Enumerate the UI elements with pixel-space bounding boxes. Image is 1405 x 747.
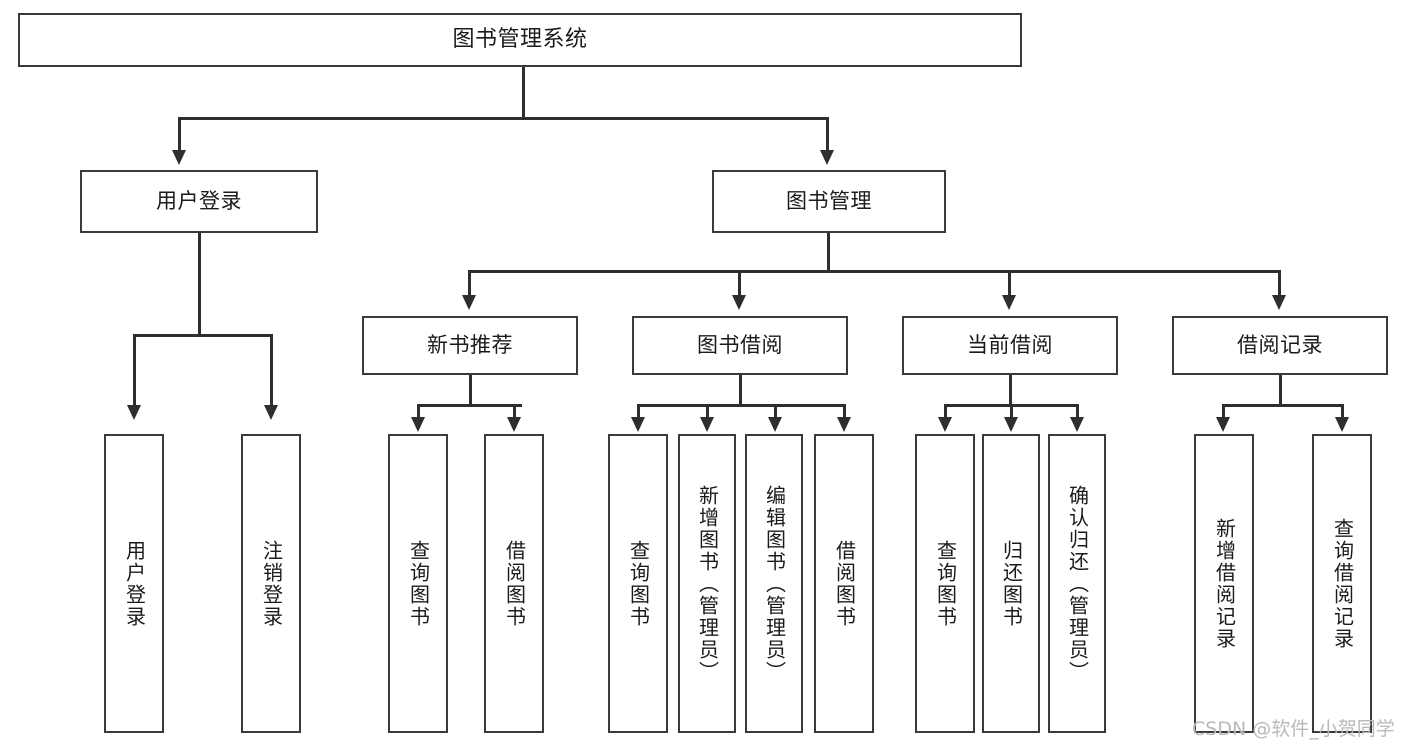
edge-book-manage-bar <box>468 270 1280 273</box>
node-label: 新增图书（管理员） <box>695 484 720 683</box>
edge-book-manage-to-new-book <box>468 270 471 299</box>
arrow-book-manage-to-borrow-record <box>1272 295 1286 310</box>
edge-book-borrow-trunk <box>739 375 742 406</box>
node-user-login[interactable]: 用户登录 <box>80 170 318 233</box>
node-label: 新增借阅记录 <box>1212 517 1237 650</box>
edge-current-borrow-to-leaf-0 <box>944 404 947 420</box>
arrow-current-borrow-to-leaf-0 <box>938 417 952 432</box>
leaf-new-book-0[interactable]: 查询图书 <box>388 434 448 733</box>
edge-borrow-record-to-leaf-1 <box>1341 404 1344 420</box>
edge-book-manage-trunk <box>827 233 830 272</box>
node-label: 新书推荐 <box>427 332 513 357</box>
arrow-book-manage-to-new-book <box>462 295 476 310</box>
node-book-management[interactable]: 图书管理 <box>712 170 946 233</box>
leaf-current-borrow-0[interactable]: 查询图书 <box>915 434 975 733</box>
edge-user-login-bar <box>133 334 272 337</box>
node-label: 当前借阅 <box>967 332 1053 357</box>
leaf-current-borrow-1[interactable]: 归还图书 <box>982 434 1040 733</box>
arrow-borrow-record-to-leaf-1 <box>1335 417 1349 432</box>
edge-new-book-bar <box>417 404 522 407</box>
edge-root-to-user-login <box>178 117 181 155</box>
node-label: 确认归还（管理员） <box>1065 484 1090 683</box>
node-label: 图书管理 <box>786 188 872 213</box>
edge-book-borrow-to-leaf-3 <box>843 404 846 420</box>
edge-user-login-to-leaf-0 <box>133 334 136 410</box>
edge-borrow-record-bar <box>1222 404 1342 407</box>
node-label: 借阅记录 <box>1237 332 1323 357</box>
edge-book-borrow-to-leaf-2 <box>774 404 777 420</box>
edge-current-borrow-to-leaf-2 <box>1076 404 1079 420</box>
node-label: 查询借阅记录 <box>1330 517 1355 650</box>
node-label: 归还图书 <box>999 539 1024 628</box>
arrow-book-borrow-to-leaf-1 <box>700 417 714 432</box>
node-label: 用户登录 <box>156 188 242 213</box>
leaf-new-book-1[interactable]: 借阅图书 <box>484 434 544 733</box>
leaf-current-borrow-2[interactable]: 确认归还（管理员） <box>1048 434 1106 733</box>
arrow-user-login-to-leaf-0 <box>127 405 141 420</box>
arrow-book-borrow-to-leaf-2 <box>768 417 782 432</box>
edge-book-manage-to-book-borrow <box>738 270 741 299</box>
leaf-user-login-0[interactable]: 用户登录 <box>104 434 164 733</box>
arrow-new-book-to-leaf-0 <box>411 417 425 432</box>
arrow-new-book-to-leaf-1 <box>507 417 521 432</box>
edge-new-book-to-leaf-0 <box>417 404 420 420</box>
node-label: 图书管理系统 <box>452 26 588 52</box>
leaf-borrow-record-1[interactable]: 查询借阅记录 <box>1312 434 1372 733</box>
node-label: 用户登录 <box>122 539 147 628</box>
edge-book-borrow-bar <box>637 404 845 407</box>
arrow-current-borrow-to-leaf-1 <box>1004 417 1018 432</box>
arrow-current-borrow-to-leaf-2 <box>1070 417 1084 432</box>
node-root-library-system[interactable]: 图书管理系统 <box>18 13 1022 67</box>
arrow-book-manage-to-book-borrow <box>732 295 746 310</box>
arrow-book-borrow-to-leaf-0 <box>631 417 645 432</box>
node-label: 查询图书 <box>406 539 431 628</box>
edge-user-login-trunk <box>198 233 201 336</box>
edge-book-manage-to-current-borrow <box>1008 270 1011 299</box>
edge-current-borrow-to-leaf-1 <box>1010 404 1013 420</box>
leaf-borrow-record-0[interactable]: 新增借阅记录 <box>1194 434 1254 733</box>
edge-borrow-record-trunk <box>1279 375 1282 406</box>
edge-root-bar <box>178 117 826 120</box>
edge-book-borrow-to-leaf-0 <box>637 404 640 420</box>
edge-new-book-trunk <box>469 375 472 406</box>
arrow-root-to-book-manage <box>820 150 834 165</box>
edge-book-manage-to-borrow-record <box>1278 270 1281 299</box>
edge-user-login-to-leaf-1 <box>270 334 273 410</box>
edge-new-book-to-leaf-1 <box>513 404 516 420</box>
node-current-borrow[interactable]: 当前借阅 <box>902 316 1118 375</box>
node-label: 图书借阅 <box>697 332 783 357</box>
node-borrow-record[interactable]: 借阅记录 <box>1172 316 1388 375</box>
arrow-borrow-record-to-leaf-0 <box>1216 417 1230 432</box>
node-label: 注销登录 <box>259 539 284 628</box>
edge-current-borrow-trunk <box>1009 375 1012 406</box>
leaf-book-borrow-3[interactable]: 借阅图书 <box>814 434 874 733</box>
arrow-user-login-to-leaf-1 <box>264 405 278 420</box>
edge-borrow-record-to-leaf-0 <box>1222 404 1225 420</box>
node-label: 编辑图书（管理员） <box>762 484 787 683</box>
node-book-borrow[interactable]: 图书借阅 <box>632 316 848 375</box>
edge-root-to-book-manage <box>826 117 829 155</box>
node-new-book-recommend[interactable]: 新书推荐 <box>362 316 578 375</box>
leaf-user-login-1[interactable]: 注销登录 <box>241 434 301 733</box>
node-label: 查询图书 <box>933 539 958 628</box>
node-label: 借阅图书 <box>502 539 527 628</box>
node-label: 查询图书 <box>626 539 651 628</box>
node-label: 借阅图书 <box>832 539 857 628</box>
edge-book-borrow-to-leaf-1 <box>706 404 709 420</box>
leaf-book-borrow-2[interactable]: 编辑图书（管理员） <box>745 434 803 733</box>
arrow-book-manage-to-current-borrow <box>1002 295 1016 310</box>
arrow-root-to-user-login <box>172 150 186 165</box>
edge-root-trunk <box>522 67 525 119</box>
leaf-book-borrow-0[interactable]: 查询图书 <box>608 434 668 733</box>
arrow-book-borrow-to-leaf-3 <box>837 417 851 432</box>
watermark-csdn: CSDN @软件_小贺同学 <box>1192 718 1395 740</box>
leaf-book-borrow-1[interactable]: 新增图书（管理员） <box>678 434 736 733</box>
